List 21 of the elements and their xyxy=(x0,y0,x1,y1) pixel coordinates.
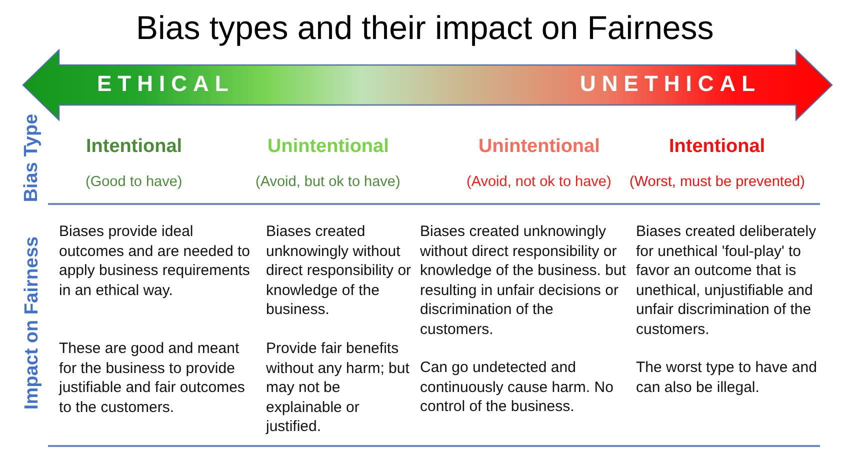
description-text: Provide fair benefits without any harm; but may not be explainable or justified. xyxy=(266,339,410,436)
description-text: Biases created unknowingly without direct responsibility or knowledge of the business. xyxy=(266,222,412,320)
column-subheading: (Avoid, but ok to have) xyxy=(256,173,400,192)
column-subheading: (Good to have) xyxy=(86,173,182,192)
title: Bias types and their impact on Fairness xyxy=(136,8,714,48)
arrow-label: ETHICAL xyxy=(97,71,234,97)
description-text: Can go undetected and continuously cause harm. No control of the business. xyxy=(420,358,614,416)
description-text: These are good and meant for the business to provide justifiable and fair outcomes to the customers. xyxy=(59,339,246,417)
row-heading: Impact on Fairness xyxy=(20,236,44,410)
description-text: Biases created unknowingly without direct responsibility or knowledge of the business. but resulting in unfair decisions or discrimination of the customers. xyxy=(420,222,627,339)
column-subheading: (Worst, must be prevented) xyxy=(630,173,805,192)
description-text: Biases provide ideal outcomes and are needed to apply business requirements in an ethical way. xyxy=(59,222,251,300)
row-heading: Bias Type xyxy=(20,114,44,202)
description-text: The worst type to have and can also be illegal. xyxy=(636,358,818,397)
arrow-label: UNETHICAL xyxy=(580,71,762,97)
column-subheading: (Avoid, not ok to have) xyxy=(466,173,612,192)
column-heading: Intentional xyxy=(669,135,766,159)
column-heading: Unintentional xyxy=(268,135,389,159)
column-heading: Unintentional xyxy=(478,135,600,159)
column-heading: Intentional xyxy=(86,135,182,159)
description-text: Biases created deliberately for unethical 'foul-play' to favor an outcome that is unethical, unjustifiable and unfair discrimination of the customers. xyxy=(636,222,818,339)
